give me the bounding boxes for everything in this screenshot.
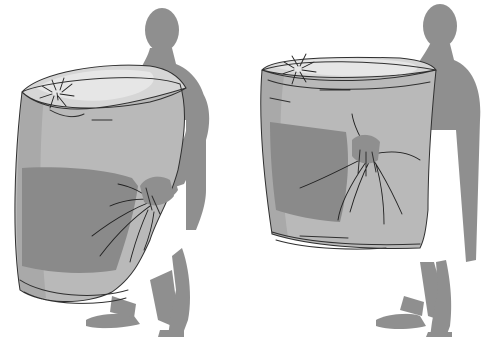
right-bagged-appliance [261, 54, 436, 249]
left-carry-illustration [15, 8, 209, 337]
left-front-hand [140, 177, 174, 206]
right-carry-illustration [261, 4, 481, 337]
